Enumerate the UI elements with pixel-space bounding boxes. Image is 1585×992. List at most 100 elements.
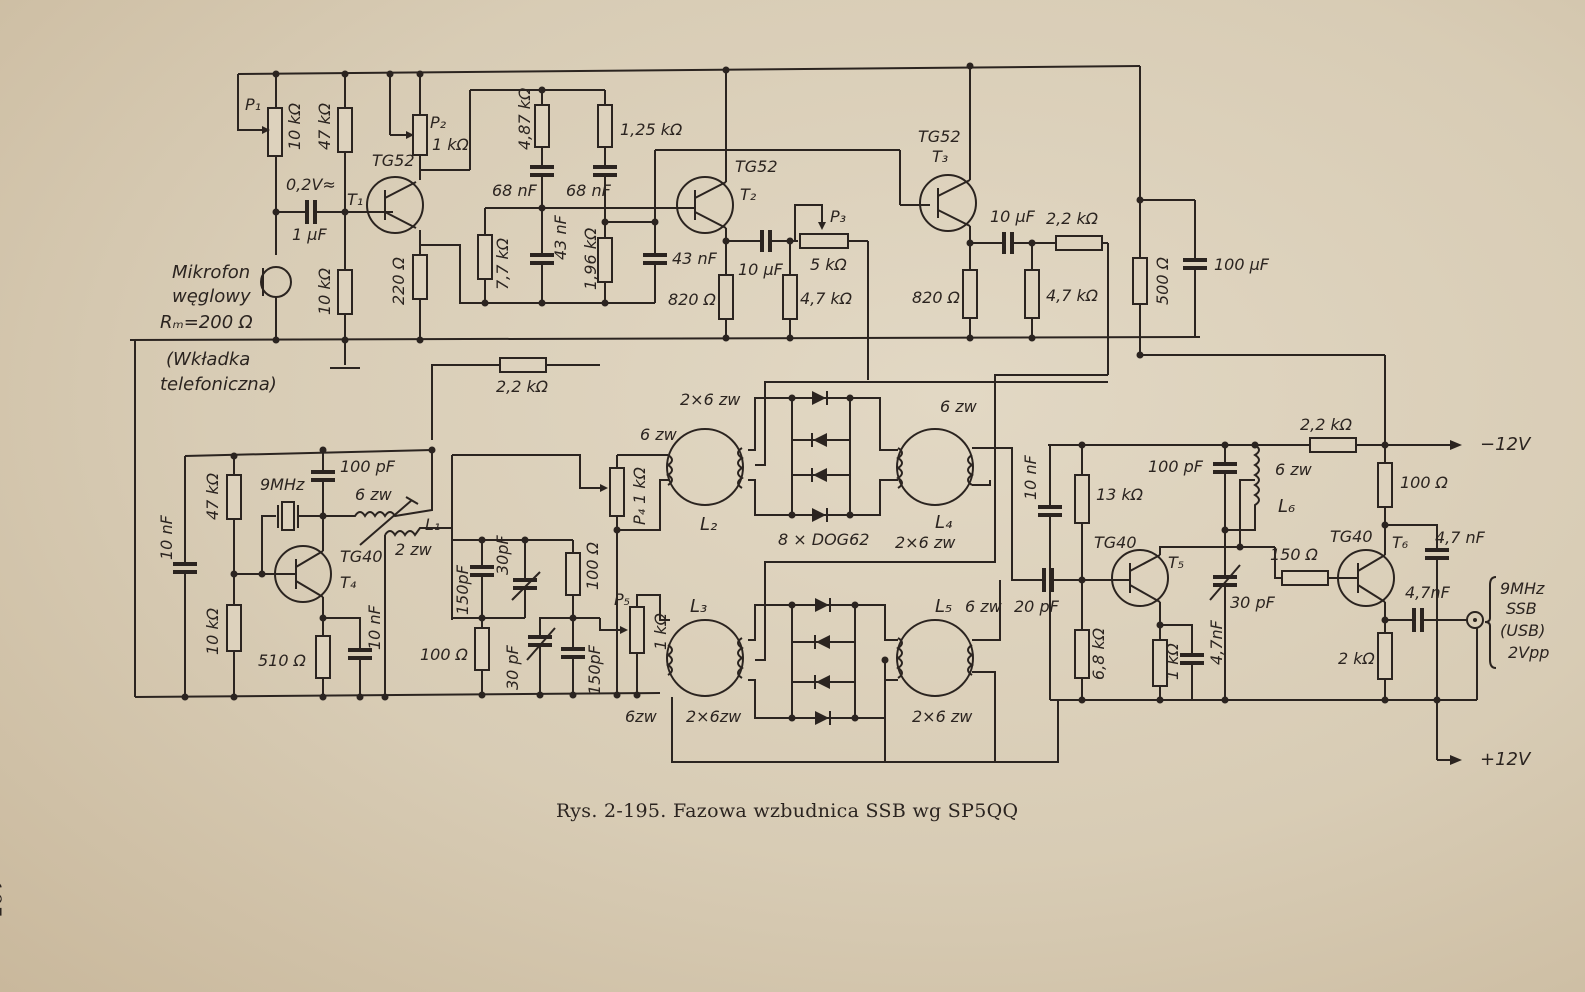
wire <box>737 447 744 489</box>
c150p-b-label: 150pF <box>585 644 604 695</box>
node-or-symbol <box>1251 441 1259 449</box>
p1-label: P₁ <box>245 95 261 114</box>
r100-t6-label: 100 Ω <box>1400 473 1449 492</box>
node-or-symbol <box>319 446 327 454</box>
component-body <box>1281 570 1329 586</box>
node-or-symbol <box>416 70 424 78</box>
diodes-label: 8 × DOG62 <box>778 530 869 549</box>
c100p-osc-label: 100 pF <box>340 457 396 476</box>
t2-type: TG52 <box>735 157 778 176</box>
wire <box>937 179 971 197</box>
output-freq-label: 9MHz <box>1500 579 1545 598</box>
node-or-symbol <box>538 86 546 94</box>
component-body <box>1377 462 1393 508</box>
c68b-label: 68 nF <box>566 181 612 200</box>
toroid-l2 <box>666 428 744 506</box>
wire <box>794 204 823 241</box>
wire <box>1160 624 1193 653</box>
node-or-symbol <box>1221 696 1229 704</box>
transistor-t5 <box>1111 549 1169 607</box>
wire <box>262 126 270 134</box>
component-body <box>1074 629 1090 679</box>
inductor-l1 <box>323 450 433 518</box>
l4-label: L₄ <box>935 512 953 533</box>
l2-label: L₂ <box>700 514 717 535</box>
t6-label: T₆ <box>1392 533 1409 552</box>
l2-2x6zw-label: 2×6 zw <box>680 390 741 409</box>
component-body <box>337 269 353 315</box>
l6-6zw-label: 6 zw <box>1275 460 1313 479</box>
component-body <box>412 114 428 156</box>
node-or-symbol <box>881 656 889 664</box>
component-body <box>1309 437 1357 453</box>
wire <box>359 499 413 546</box>
c30p-b-label: 30 pF <box>503 644 522 690</box>
r500-label: 500 Ω <box>1153 256 1172 305</box>
component-body <box>1074 474 1090 524</box>
node-or-symbol <box>1221 526 1229 534</box>
c30p-t5-label: 30 pF <box>1230 593 1276 612</box>
r2k-label: 2 kΩ <box>1338 649 1376 668</box>
wire <box>967 454 974 486</box>
wire <box>1209 564 1241 601</box>
node-or-symbol <box>230 693 238 701</box>
node-or-symbol <box>1078 441 1086 449</box>
node-or-symbol <box>966 239 974 247</box>
transistor-t3 <box>919 174 977 232</box>
t4-type: TG40 <box>340 547 383 566</box>
wire <box>323 617 361 648</box>
wire <box>1129 554 1161 572</box>
node-or-symbol <box>1381 616 1389 624</box>
node-or-symbol <box>1136 196 1144 204</box>
r220-label: 220 Ω <box>389 256 408 305</box>
wire <box>1450 755 1462 765</box>
l1-2zw-label: 2 zw <box>395 540 433 559</box>
wire <box>812 508 826 522</box>
component-body <box>1132 257 1148 305</box>
wire <box>813 433 827 447</box>
af-phase-network: 4,87 kΩ 68 nF 1,25 kΩ 68 nF 7,7 kΩ 43 nF… <box>477 87 900 304</box>
wire <box>261 515 276 574</box>
r77-label: 7,7 kΩ <box>493 237 512 290</box>
component-body <box>226 474 242 520</box>
wire <box>405 496 419 505</box>
r47k-b-label: 4,7 kΩ <box>800 289 853 308</box>
node-or-symbol <box>481 299 489 307</box>
t2-stage: TG52 T₂ 820 Ω 10 µF P₃ 5 kΩ 4,7 kΩ <box>668 70 869 380</box>
t4-label: T₄ <box>340 573 357 592</box>
output-connector-icon[interactable] <box>1466 611 1484 629</box>
node-or-symbol <box>722 66 730 74</box>
component-body <box>226 604 242 652</box>
input-voltage-label: 0,2V≈ <box>286 175 336 194</box>
node-or-symbol <box>1156 696 1164 704</box>
r10k-osc-label: 10 kΩ <box>203 607 222 655</box>
l3-label: L₃ <box>690 596 707 617</box>
wire <box>813 468 827 482</box>
r100-a-label: 100 Ω <box>583 541 602 590</box>
wire <box>406 131 414 139</box>
node-or-symbol <box>788 511 796 519</box>
page-number: 195 <box>0 880 6 919</box>
node-or-symbol <box>1381 441 1389 449</box>
mic-note-1: (Wkładka <box>166 349 250 370</box>
output-mode-label: SSB <box>1506 599 1537 618</box>
component-body <box>1024 269 1040 319</box>
wire <box>896 637 903 679</box>
p1-value: 10 kΩ <box>285 102 304 150</box>
l5-label: L₅ <box>935 596 952 617</box>
c68a-label: 68 nF <box>492 181 538 200</box>
wire <box>694 211 727 229</box>
wire <box>755 374 1108 661</box>
wire <box>295 550 324 568</box>
toroid-l5 <box>896 619 974 697</box>
r196-label: 1,96 kΩ <box>581 227 600 290</box>
wire <box>818 222 826 230</box>
t5-type: TG40 <box>1094 533 1137 552</box>
r487-label: 4,87 kΩ <box>515 87 534 150</box>
node-or-symbol <box>569 691 577 699</box>
transistor-t2 <box>676 176 734 234</box>
wire <box>812 391 826 405</box>
wire <box>815 711 829 725</box>
node-or-symbol <box>1078 696 1086 704</box>
microphone-icon <box>260 266 292 298</box>
